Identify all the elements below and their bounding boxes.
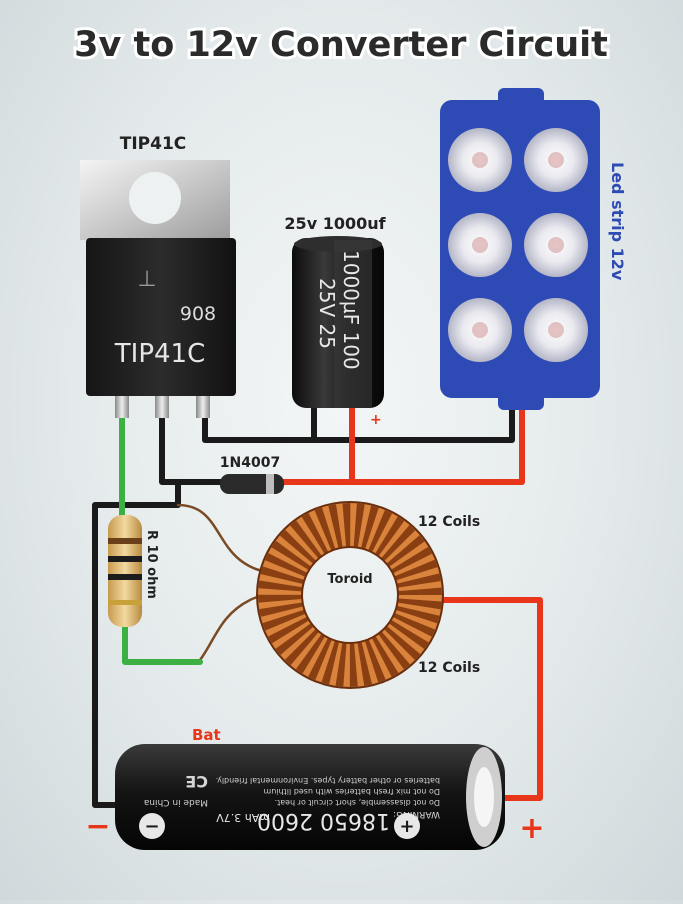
led-4-chip-icon [548,237,564,253]
led-strip-label: Led strip 12v [608,162,627,281]
capacitor: 25v 1000uf 1000µF 100 25V 25 + [284,214,386,428]
battery-spec: mAh 3.7V [216,811,270,824]
led-2-chip-icon [548,152,564,168]
led-6-chip-icon [548,322,564,338]
battery-made-in: Made in China [144,797,208,807]
toroid-label: Toroid [327,572,372,587]
toroid-coil: Toroid 12 Coils 12 Coils [256,501,480,689]
led-strip: Led strip 12v [440,88,627,410]
negative-symbol: − [85,809,110,844]
positive-symbol: + [519,811,544,846]
wire-emitter-diode [159,397,225,485]
resistor-band-1 [108,538,142,544]
battery-plus-sign: + [399,816,414,837]
battery-positive-nub [474,767,494,827]
battery-minus-sign: − [144,816,159,837]
battery-print: WARNING: Do not disassemble, short circu… [144,772,440,833]
capacitor-stripe [334,240,372,408]
toroid-windings [257,502,443,688]
transistor-code: 908 [180,303,216,325]
resistor-band-3 [108,574,142,580]
diode-cathode-band [266,474,274,494]
battery-model: 18650 2600 [257,808,390,833]
transistor-logo-icon: ⊥ [137,267,156,292]
capacitor-plus-mark: + [370,412,382,428]
led-1-chip-icon [472,152,488,168]
diode-body [220,474,284,494]
coils-bottom-label: 12 Coils [418,660,480,676]
transistor-leg-base [115,396,129,418]
wire-collector-rail [202,397,515,443]
diode-label: 1N4007 [220,455,280,471]
battery-label: Bat [192,726,221,744]
toroid-outer-edge [256,501,444,689]
battery-warning-title: WARNING: [393,809,440,819]
wire-diode-led [279,397,525,485]
resistor-band-2 [108,556,142,562]
led-5-chip-icon [472,322,488,338]
battery-plus-icon [394,813,420,839]
wire-battery-negative [92,479,181,808]
led-3-chip-icon [472,237,488,253]
toroid-inner-edge [301,546,399,644]
resistor-band-4 [108,600,142,605]
transistor-leg-emitter [196,396,210,418]
battery-18650: Bat WARNING: Do not disassemble, short c… [115,726,505,850]
wire-toroid-battery [437,597,543,801]
battery-warning-3: batteries or other battery types. Enviro… [216,776,440,785]
capacitor-label: 25v 1000uf [284,214,386,233]
page-title: 3v to 12v Converter Circuit [74,25,608,65]
led-strip-clip-bottom [498,388,544,410]
led-strip-clip-top [498,88,544,110]
battery-warning-2: Do not mix fresh batteries with used lit… [263,787,440,796]
battery-ce-mark: CE [185,772,208,791]
diode-1n4007: 1N4007 [220,455,284,494]
wires [92,397,543,808]
resistor-body [108,515,142,627]
transistor-marking: TIP41C [114,339,205,369]
battery-minus-icon [139,813,165,839]
resistor-label: R 10 ohm [144,530,159,599]
transistor-mount-hole [129,172,181,224]
capacitor-marking-1: 1000µF 100 [339,250,363,370]
battery-warning-1: Do not disassemble, short circuit or hea… [275,798,440,807]
transistor-label: TIP41C [120,134,187,154]
capacitor-marking-2: 25V 25 [315,278,339,349]
transistor-body [86,238,236,396]
battery-body [115,744,505,850]
wire-resistor-toroid [122,622,203,665]
transistor-leg-collector [155,396,169,418]
transistor-tip41c: TIP41C ⊥ 908 TIP41C [80,134,236,418]
coils-top-label: 12 Coils [418,514,480,530]
resistor-10-ohm: R 10 ohm [108,515,159,627]
